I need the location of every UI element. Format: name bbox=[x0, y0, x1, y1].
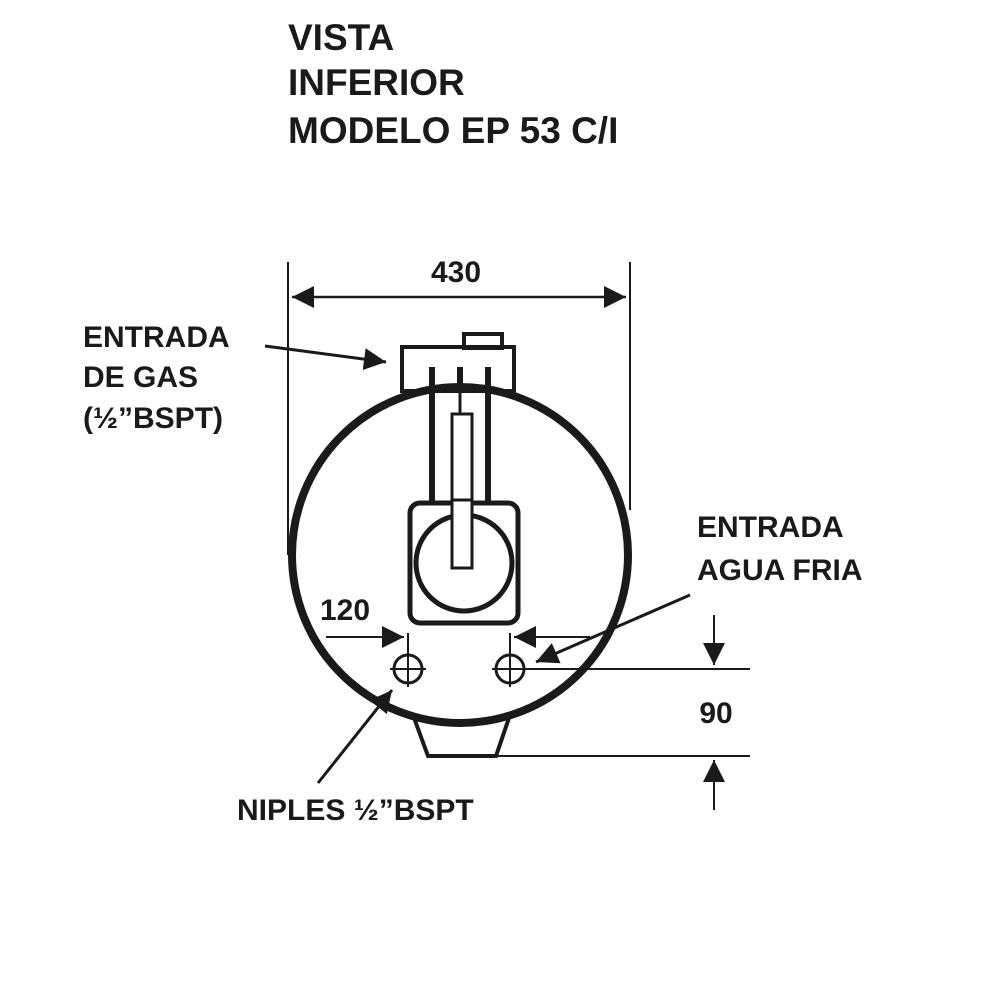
height-dimension-value: 90 bbox=[699, 697, 732, 730]
gas-inlet-label-line-2: DE GAS bbox=[83, 361, 198, 394]
gas-inlet-callout: ENTRADA DE GAS (½”BSPT) bbox=[83, 321, 387, 435]
spacing-dimension: 120 bbox=[320, 594, 590, 648]
heater-foot bbox=[411, 714, 512, 758]
width-dimension-value: 430 bbox=[431, 256, 481, 289]
heater-body bbox=[288, 383, 632, 758]
title-line-2: INFERIOR bbox=[288, 62, 465, 103]
gas-inlet-label-line-1: ENTRADA bbox=[83, 321, 230, 354]
gas-inlet-label-line-3: (½”BSPT) bbox=[83, 402, 223, 435]
nipples-callout: NIPLES ½”BSPT bbox=[237, 689, 474, 827]
valve-rod-overlay bbox=[450, 498, 474, 570]
gas-valve-assembly bbox=[400, 332, 521, 626]
title-line-3: MODELO EP 53 C/I bbox=[288, 110, 618, 151]
width-dimension: 430 bbox=[287, 256, 631, 555]
nipples-label: NIPLES ½”BSPT bbox=[237, 794, 474, 827]
cold-water-inlet-callout: ENTRADA AGUA FRIA bbox=[535, 511, 863, 664]
title-line-1: VISTA bbox=[288, 17, 394, 58]
gas-inlet-leader-arrow bbox=[264, 344, 387, 371]
cold-water-leader-arrow bbox=[535, 593, 691, 664]
diagram-title: VISTA INFERIOR MODELO EP 53 C/I bbox=[288, 17, 618, 151]
cold-water-label-line-1: ENTRADA bbox=[697, 511, 844, 544]
nipples-leader-arrow bbox=[316, 689, 394, 784]
spacing-dimension-value: 120 bbox=[320, 594, 370, 627]
water-nipples bbox=[390, 633, 528, 687]
height-dimension: 90 bbox=[498, 615, 750, 810]
cold-water-label-line-2: AGUA FRIA bbox=[697, 554, 863, 587]
